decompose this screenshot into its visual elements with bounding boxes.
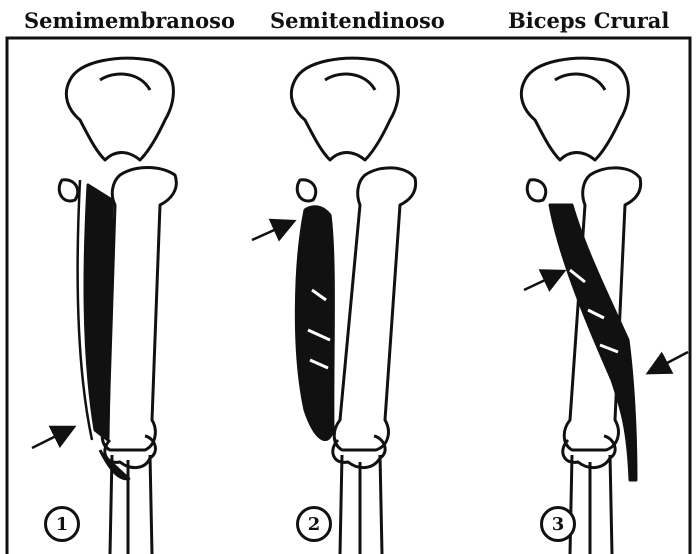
panel-title-1: Semimembranoso bbox=[24, 8, 235, 33]
leg-illustration-3 bbox=[521, 58, 640, 554]
arrow-1 bbox=[32, 428, 72, 448]
panel-number-3: 3 bbox=[540, 506, 576, 542]
arrow-3a bbox=[524, 272, 562, 290]
arrow-2 bbox=[252, 222, 292, 240]
arrow-3b bbox=[650, 352, 688, 372]
panel-title-2: Semitendinoso bbox=[270, 8, 445, 33]
panel-title-3: Biceps Crural bbox=[508, 8, 669, 33]
leg-illustration-1 bbox=[59, 58, 176, 554]
leg-illustration-2 bbox=[291, 58, 415, 554]
panel-number-1: 1 bbox=[44, 506, 80, 542]
panel-number-2: 2 bbox=[296, 506, 332, 542]
